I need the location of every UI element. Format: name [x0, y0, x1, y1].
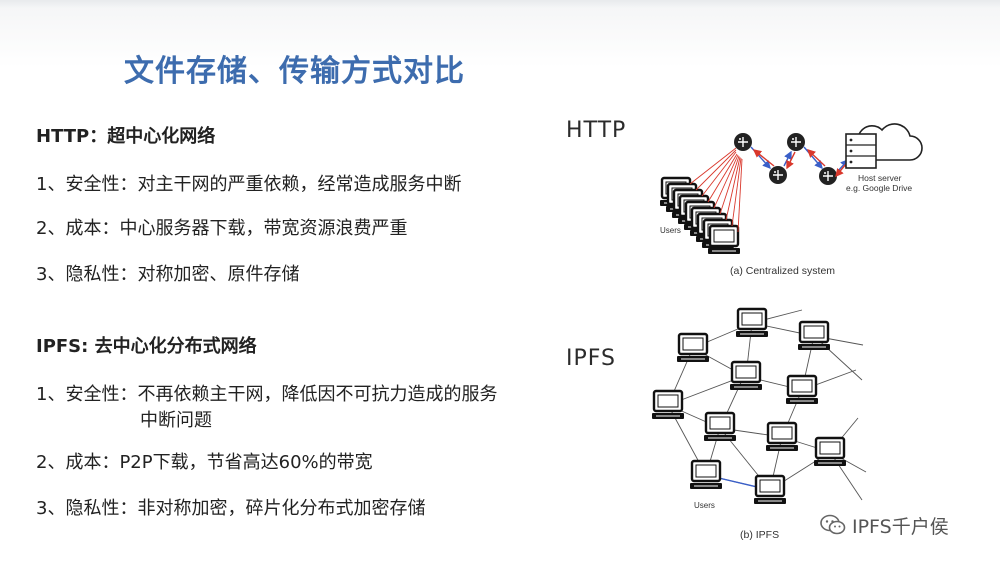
- ipfs-item-privacy: 3、隐私性：非对称加密，碎片化分布式加密存储: [36, 498, 426, 519]
- ipfs-item-security-line2: 中断问题: [140, 410, 212, 431]
- ipfs-item-security: 1、安全性：不再依赖主干网，降低因不可抗力造成的服务 中断问题: [36, 380, 497, 432]
- wechat-icon: [820, 514, 846, 535]
- centralized-system-diagram: Host server e.g. Google Drive Users (a) …: [658, 123, 923, 277]
- diagram-panel: HTTP IPFS: [540, 80, 1000, 566]
- ipfs-diagram-label: IPFS: [566, 346, 616, 371]
- http-diagram-label: HTTP: [566, 118, 627, 143]
- traffic-arrows: [750, 146, 849, 178]
- host-server-label: Host server: [858, 173, 902, 183]
- user-links: [689, 147, 743, 233]
- ipfs-users-label: Users: [694, 501, 715, 510]
- top-shadow: [0, 0, 1000, 8]
- http-item-security: 1、安全性：对主干网的严重依赖，经常造成服务中断: [36, 174, 462, 195]
- peer-nodes: [650, 307, 848, 506]
- host-server-example-label: e.g. Google Drive: [846, 183, 912, 193]
- users-label: Users: [660, 226, 681, 235]
- ipfs-network-diagram: Users (b) IPFS: [650, 307, 867, 541]
- caption-ipfs: (b) IPFS: [740, 529, 779, 541]
- http-heading: HTTP：超中心化网络: [36, 126, 216, 147]
- page-title: 文件存储、传输方式对比: [124, 54, 465, 89]
- http-item-cost: 2、成本：中心服务器下载，带宽资源浪费严重: [36, 218, 408, 239]
- ipfs-item-cost: 2、成本：P2P下载，节省高达60%的带宽: [36, 452, 373, 473]
- ipfs-heading: IPFS: 去中心化分布式网络: [36, 336, 257, 357]
- http-item-privacy: 3、隐私性：对称加密、原件存储: [36, 264, 300, 285]
- network-diagrams: Host server e.g. Google Drive Users (a) …: [650, 123, 923, 541]
- watermark-text: IPFS千户侯: [852, 515, 949, 538]
- host-server: [845, 123, 923, 169]
- router-nodes: [733, 132, 838, 186]
- ipfs-item-security-line1: 1、安全性：不再依赖主干网，降低因不可抗力造成的服务: [36, 384, 498, 405]
- watermark: IPFS千户侯: [820, 512, 949, 538]
- caption-centralized: (a) Centralized system: [730, 265, 835, 277]
